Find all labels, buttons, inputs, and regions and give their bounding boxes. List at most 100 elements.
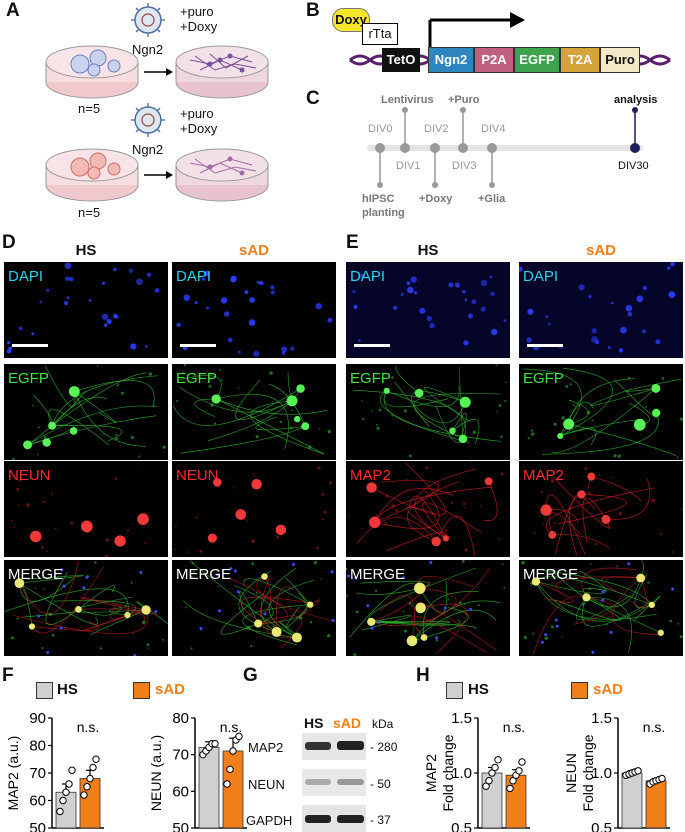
micrograph-d-hs-merge: MERGE [4,560,168,656]
micrograph-label: NEUN [8,467,51,484]
y-tick-label: 80 [172,710,189,727]
micrograph-label: MERGE [8,566,64,583]
data-point [92,755,100,763]
micrograph-label: EGFP [176,370,217,387]
bar-hs [198,746,220,829]
treatment-doxy-bottom: +Doxy [180,121,218,136]
significance-annotation: n.s. [220,719,243,735]
scale-bar [354,344,390,347]
scale-bar [12,344,48,347]
micrograph-d-sad-dapi: DAPI [172,262,336,358]
micrograph-image [352,273,507,346]
panel-letter-a: A [6,0,20,21]
timeline-analysis: analysis [614,94,658,106]
data-point [515,767,523,775]
virus-label-top: Ngn2 [132,42,164,57]
micrograph-label: DAPI [523,268,559,285]
scale-bar [180,344,216,347]
cassette-p2a: P2A [474,47,514,73]
timeline-div30: DIV30 [618,160,649,172]
panel-letter-d: D [2,232,16,253]
micrograph-image [521,560,683,656]
cassette-egfp: EGFP [514,47,560,73]
micrograph-image [4,561,168,656]
timeline-glia: +Glia [478,193,506,205]
data-point [56,807,64,816]
treatment-doxy-top: +Doxy [180,19,218,34]
micrograph-image [6,262,160,354]
y-tick-label: 70 [172,747,189,764]
cassette-t2a: T2A [560,47,600,73]
panel-letter-e: E [346,232,359,253]
micrograph-label: MAP2 [523,467,564,484]
micrograph-image [533,467,683,556]
panel-letter-b: B [306,0,320,21]
significance-annotation: n.s. [77,719,100,735]
virus-icon [131,103,165,137]
bar-hs [621,772,643,829]
scale-bar [527,344,563,347]
dish-ipsc-top [45,45,139,99]
micrograph-d-sad-merge: MERGE [172,560,336,656]
legend-sad-swatch [133,682,150,699]
micrograph-image [11,365,166,460]
blot-band-gapdh-hs [305,815,331,823]
y-tick-label: 80 [29,738,46,755]
y-tick-label: 1.0 [591,765,612,782]
micrograph-label: MERGE [350,566,406,583]
data-point [86,774,94,783]
micrograph-e-hs-merge: MERGE [346,560,510,656]
significance-annotation: n.s. [643,719,666,735]
teto-box: TetO [382,48,420,72]
micrograph-label: MERGE [523,566,579,583]
timeline-doxy: +Doxy [419,193,453,205]
micrograph-d-sad-neun: NEUN [172,461,336,557]
micrograph-d-hs-neun: NEUN [4,461,168,557]
data-point [89,763,97,772]
data-point [491,763,499,772]
timeline-planting: planting [362,207,405,219]
data-point [226,765,234,774]
data-point [494,756,502,764]
y-tick-label: 60 [29,793,46,810]
cassette: Ngn2 P2A EGFP T2A Puro [428,47,640,73]
timeline-puro: +Puro [448,94,480,106]
timeline-div4: DIV4 [481,123,506,135]
micrograph-e-sad-map2: MAP2 [519,461,683,557]
micrograph-e-hs-dapi: DAPI [346,262,510,358]
data-point [211,739,219,748]
y-axis-label-line: MAP2 (a.u.) [5,736,21,811]
micrograph-label: MAP2 [350,467,391,484]
blot-kda-37: - 37 [370,813,391,827]
data-point [65,780,73,788]
blot-hs-label: HS [304,715,324,731]
rtta-box: rTta [362,23,398,45]
y-axis-label: MAP2 (a.u.) [5,736,21,811]
micrograph-label: EGFP [8,370,49,387]
cassette-ngn2: Ngn2 [428,47,474,73]
timeline-hipsc: hIPSC [362,193,395,205]
micrograph-label: DAPI [350,268,386,285]
blot-kda-50: - 50 [370,777,391,791]
micrograph-label: NEUN [176,467,219,484]
micrograph-e-hs-map2: MAP2 [346,461,510,557]
micrograph-d-hs-egfp: EGFP [4,364,168,460]
data-point [80,791,88,799]
y-tick-label: 0.5 [591,820,612,832]
panel-letter-c: C [306,88,320,109]
legend-sad-label-h: sAD [593,681,624,698]
panel-e-col-sad: sAD [585,242,616,259]
data-point [223,780,231,788]
panel-d-col-sad: sAD [238,242,269,259]
panel-c-timeline [367,107,643,188]
blot-band-map2-hs [305,742,331,750]
micrograph-e-sad-dapi: DAPI [519,262,683,358]
data-point [509,777,517,785]
virus-icon [131,3,165,37]
micrograph-d-sad-egfp: EGFP [172,364,336,460]
blot-gapdh-label: GAPDH [246,813,293,828]
